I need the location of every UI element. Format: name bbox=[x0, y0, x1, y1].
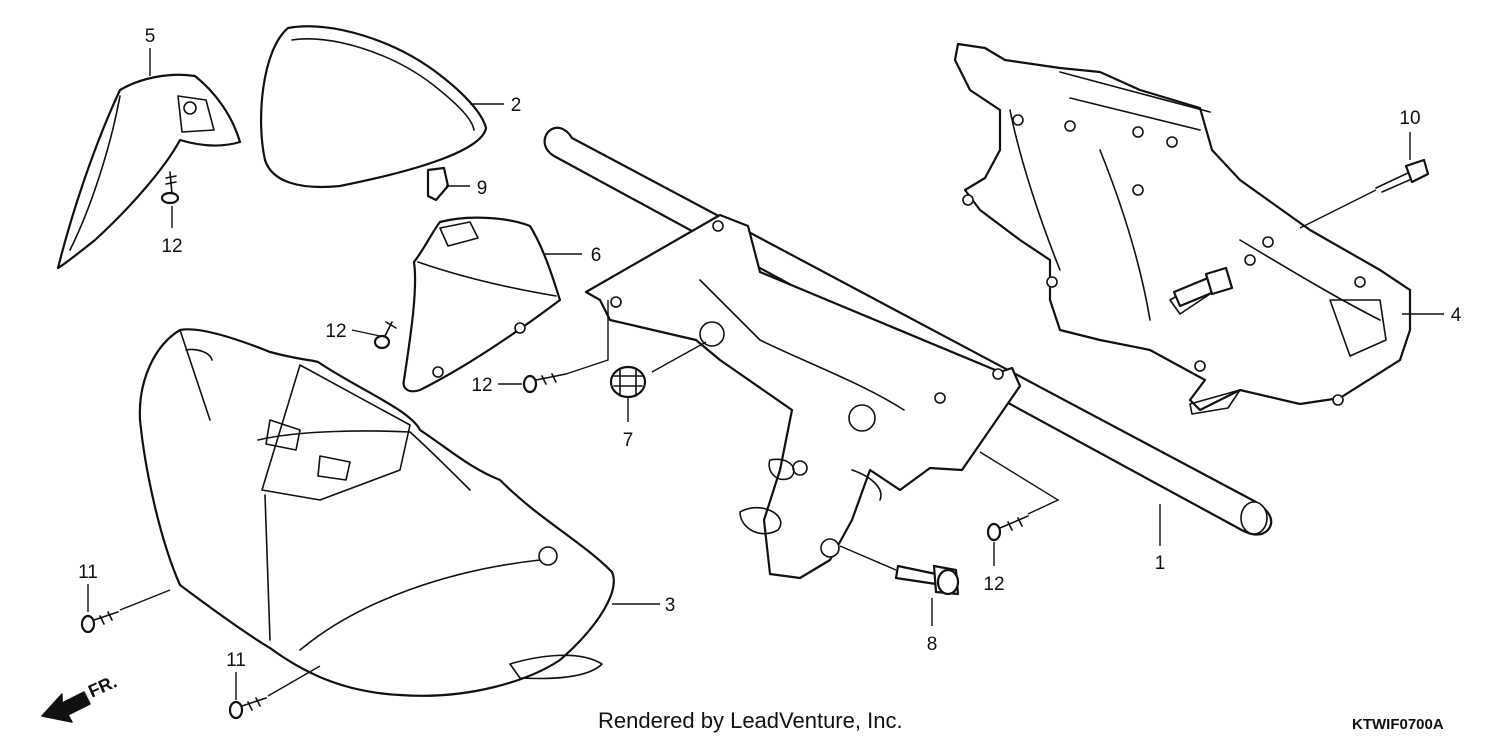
callout-12-c: 12 bbox=[471, 375, 492, 396]
callout-11-a: 11 bbox=[78, 562, 98, 583]
front-direction-label: FR. bbox=[85, 671, 120, 701]
fastener-screw-12-c bbox=[522, 373, 567, 394]
fastener-screw-11-a bbox=[80, 611, 119, 634]
callout-9: 9 bbox=[477, 178, 488, 199]
callout-2: 2 bbox=[511, 95, 522, 116]
fastener-screw-12-b bbox=[373, 321, 397, 350]
part-6-inner-cover bbox=[402, 216, 562, 393]
callout-12-d: 12 bbox=[983, 574, 1004, 595]
render-credit: Rendered by LeadVenture, Inc. bbox=[598, 708, 903, 733]
part-9-clip bbox=[426, 166, 450, 202]
callout-10: 10 bbox=[1399, 108, 1420, 129]
callout-4: 4 bbox=[1451, 305, 1462, 326]
leader-lines bbox=[87, 48, 1444, 700]
callout-8: 8 bbox=[927, 634, 938, 655]
fastener-screw-12-a bbox=[160, 171, 180, 205]
callout-6: 6 bbox=[591, 245, 602, 266]
fastener-bolt-10 bbox=[1375, 158, 1430, 193]
collar-fitting bbox=[1172, 266, 1234, 308]
part-5-side-cover bbox=[56, 73, 242, 270]
part-3-front-cover bbox=[138, 328, 615, 697]
callout-11-b: 11 bbox=[226, 650, 246, 671]
part-7-grommet bbox=[609, 365, 647, 399]
part-2-panel-cap bbox=[259, 25, 488, 189]
callout-3: 3 bbox=[665, 595, 676, 616]
fastener-bolt-8 bbox=[894, 564, 960, 596]
fastener-screw-12-d bbox=[986, 515, 1029, 542]
part-4-rear-cover bbox=[953, 42, 1412, 415]
front-direction-arrow-icon bbox=[41, 691, 91, 723]
part-1-handlebar bbox=[543, 126, 1273, 580]
callout-12-a: 12 bbox=[161, 236, 182, 257]
diagram-code: KTWIF0700A bbox=[1352, 716, 1444, 733]
callout-5: 5 bbox=[145, 26, 156, 47]
callout-7: 7 bbox=[623, 430, 634, 451]
callout-1: 1 bbox=[1155, 553, 1166, 574]
fastener-screw-11-b bbox=[228, 697, 267, 720]
callout-12-b: 12 bbox=[325, 321, 346, 342]
